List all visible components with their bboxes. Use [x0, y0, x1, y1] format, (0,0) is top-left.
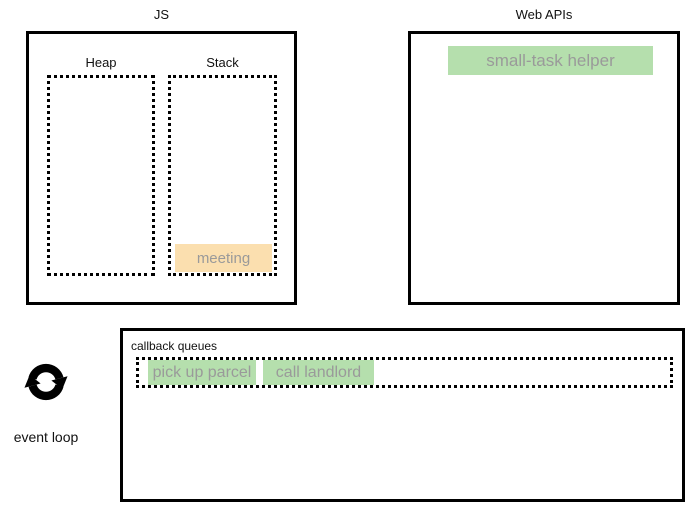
callback-queues-box: callback queues pick up parcel call land… [120, 328, 685, 502]
callback-queues-title: callback queues [131, 339, 218, 353]
web-apis-section-title: Web APIs [515, 7, 573, 22]
web-apis-box: small-task helper [408, 31, 680, 305]
heap-box [47, 75, 155, 276]
queue-item-call-landlord: call landlord [263, 360, 374, 385]
stack-frame-meeting: meeting [175, 244, 272, 272]
heap-label: Heap [85, 55, 117, 70]
js-box: Heap Stack meeting [26, 31, 297, 305]
event-loop-icon [18, 356, 74, 413]
callback-queue-track: pick up parcel call landlord [136, 357, 673, 388]
stack-box: meeting [168, 75, 277, 276]
event-loop: event loop [8, 356, 84, 445]
js-section-title: JS [153, 7, 170, 22]
web-api-task-small-task-helper: small-task helper [448, 46, 653, 75]
stack-label: Stack [206, 55, 239, 70]
queue-item-pick-up-parcel: pick up parcel [148, 360, 256, 385]
event-loop-label: event loop [13, 429, 79, 445]
